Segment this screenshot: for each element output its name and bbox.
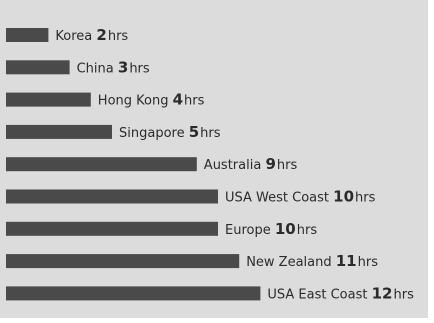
unit-label: hrs: [129, 61, 150, 76]
unit-label: hrs: [277, 158, 298, 173]
bar-usa-west-coast: [6, 189, 218, 204]
bar-singapore: [6, 124, 112, 139]
bar-korea: [6, 28, 49, 42]
bar-label-hong-kong: Hong Kong 4hrs: [98, 91, 205, 109]
bar-label-new-zealand: New Zealand 11hrs: [246, 252, 378, 270]
unit-label: hrs: [358, 255, 379, 270]
category-label: New Zealand: [246, 255, 336, 270]
bar-label-europe: Europe 10hrs: [225, 220, 317, 238]
category-label: Australia: [204, 158, 266, 173]
bar-label-korea: Korea 2hrs: [55, 26, 128, 44]
unit-label: hrs: [355, 191, 376, 206]
value-label: 5: [189, 123, 199, 141]
value-label: 11: [336, 252, 357, 270]
category-label: Europe: [225, 223, 275, 238]
value-label: 3: [118, 58, 128, 76]
bar-china: [6, 60, 70, 75]
category-label: USA West Coast: [225, 191, 333, 206]
bar-label-singapore: Singapore 5hrs: [119, 123, 221, 141]
bar-hong-kong: [6, 92, 91, 107]
bar-label-usa-west-coast: USA West Coast 10hrs: [225, 188, 376, 206]
unit-label: hrs: [200, 126, 221, 141]
category-label: Singapore: [119, 126, 189, 141]
bar-europe: [6, 221, 218, 236]
value-label: 10: [275, 220, 296, 238]
unit-label: hrs: [108, 29, 129, 44]
value-label: 2: [96, 26, 106, 44]
bar-australia: [6, 157, 197, 172]
category-label: Hong Kong: [98, 94, 173, 109]
value-label: 4: [173, 91, 183, 109]
unit-label: hrs: [297, 223, 318, 238]
value-label: 9: [265, 155, 275, 173]
unit-label: hrs: [184, 94, 205, 109]
bar-label-usa-east-coast: USA East Coast 12hrs: [267, 284, 414, 302]
bar-label-australia: Australia 9hrs: [204, 155, 298, 173]
category-label: China: [77, 61, 118, 76]
value-label: 10: [333, 188, 354, 206]
unit-label: hrs: [393, 287, 414, 302]
bar-usa-east-coast: [6, 286, 261, 301]
bar-label-china: China 3hrs: [77, 58, 150, 76]
bar-new-zealand: [6, 254, 240, 269]
category-label: Korea: [55, 29, 96, 44]
value-label: 12: [372, 284, 393, 302]
category-label: USA East Coast: [267, 287, 371, 302]
